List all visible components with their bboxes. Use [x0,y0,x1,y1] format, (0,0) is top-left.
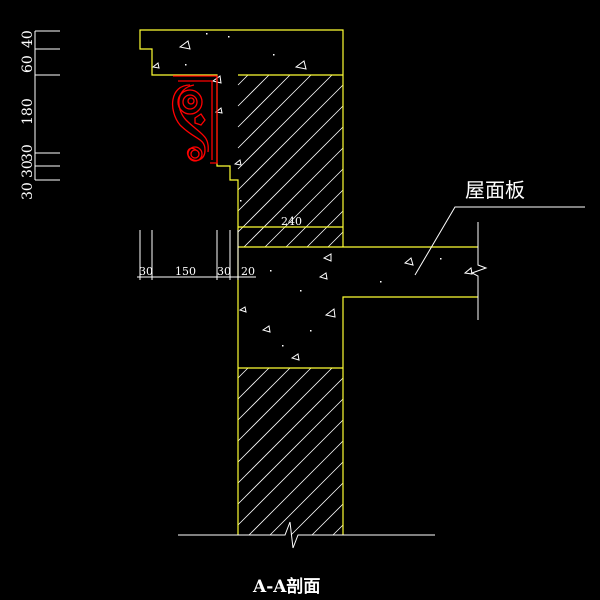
concrete-dots [185,33,442,347]
dim-h-30-b: 30 [217,265,231,278]
hatch-line [237,74,270,107]
hatch-line [243,147,344,248]
hatch-line [237,126,344,233]
hatch-line [237,367,270,400]
ground-break-line [178,521,435,549]
slab-break-line [470,222,488,320]
hatch-line [237,367,312,442]
cornice-outline [139,29,344,535]
slab-bottom-line [342,296,478,535]
callout-leader [414,206,585,276]
dim-h-150: 150 [175,265,196,278]
concrete-aggregate-marks [151,40,473,361]
hatch-line [237,74,249,86]
brick-wall-hatch-upper [237,74,344,248]
dim-180: 180 [20,98,36,125]
hatch-line [237,74,291,128]
dim-30-c: 30 [20,182,36,200]
hatch-line [237,74,312,149]
hatch-line [237,367,333,463]
hatch-line [237,84,344,191]
hatch-line [237,367,249,379]
hatch-line [237,398,344,505]
vertical-dimension-lines [34,30,60,181]
hatch-line [237,419,344,526]
hatch-line [290,482,344,536]
hatch-line [327,231,344,248]
hatch-line [248,440,344,536]
dim-30-a: 30 [20,144,36,162]
hatch-line [332,524,344,536]
hatch-line [269,461,344,536]
brick-wall-hatch-lower [237,367,344,536]
hatch-line [306,210,344,248]
dim-h-20: 20 [241,265,255,278]
hatch-line [237,74,333,170]
hatch-line [311,503,344,536]
dim-40: 40 [20,30,36,48]
dim-h-30-a: 30 [139,265,153,278]
hatch-line [264,168,344,248]
hatch-line [237,367,291,421]
dim-60: 60 [20,55,36,73]
callout-label: 屋面板 [465,178,525,202]
dim-wall-240: 240 [281,215,302,228]
hatch-line [237,105,344,212]
drawing-title: A-A剖面 [252,576,320,597]
decorative-bracket-icon [171,75,218,164]
dim-30-b: 30 [20,160,36,178]
hatch-line [237,377,344,484]
horizontal-dimension-lines [137,230,256,280]
hatch-line [285,189,344,248]
